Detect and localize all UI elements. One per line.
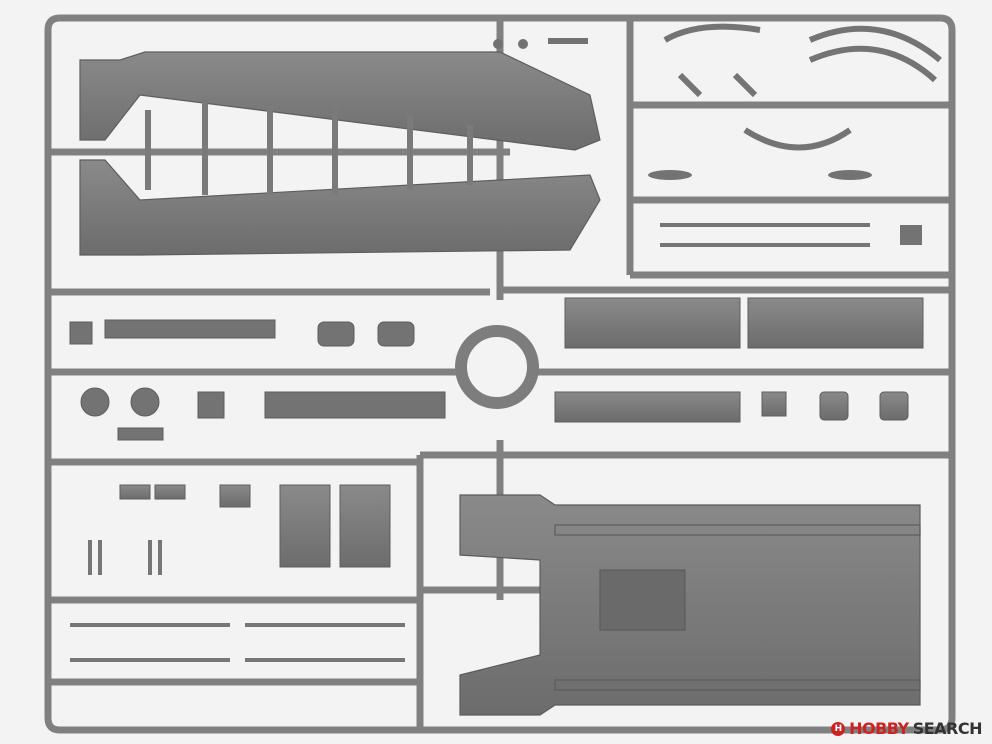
watermark-suffix: SEARCH (912, 719, 983, 738)
hobbysearch-watermark: H HOBBY SEARCH (831, 719, 983, 738)
fenders-curved (663, 23, 942, 151)
small-parts-top (493, 38, 588, 49)
watermark-brand: HOBBY (849, 719, 909, 738)
panels-right-middle (554, 297, 924, 423)
parts-left-middle (69, 319, 446, 441)
hobbysearch-logo-icon: H (831, 721, 846, 736)
sprue-ring (455, 325, 539, 409)
rods-right (660, 223, 870, 247)
hull-side-runners (145, 100, 473, 195)
hull-bottom (459, 494, 921, 716)
small-brackets-right (648, 170, 922, 245)
rods-lower-left (70, 540, 405, 662)
parts-lower-left (119, 484, 391, 568)
